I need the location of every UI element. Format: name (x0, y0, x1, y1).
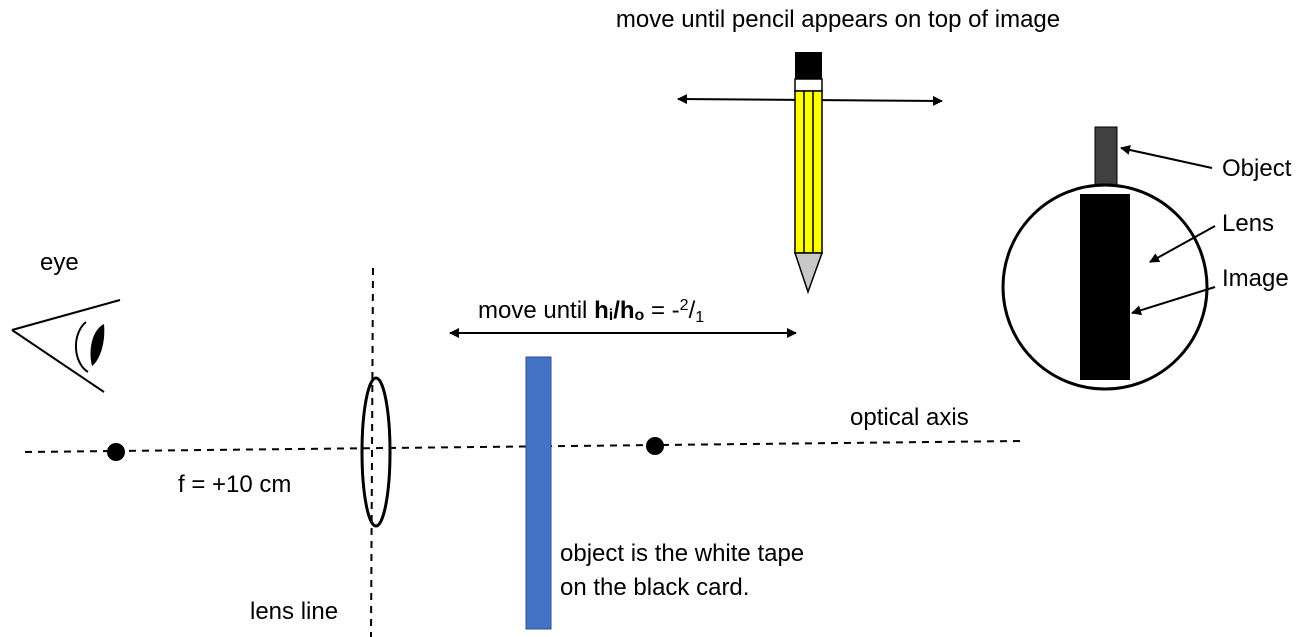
view-image-label: Image (1222, 265, 1289, 292)
view-lens-pointer (1149, 225, 1216, 263)
lens-line-label: lens line (250, 598, 338, 625)
view-image-bar (1080, 194, 1130, 380)
object-note-line2: on the black card. (560, 574, 749, 601)
pencil-eraser (795, 52, 822, 79)
eye-label: eye (40, 249, 79, 276)
focal-point-left (107, 443, 125, 461)
focal-length-label: f = +10 cm (178, 471, 291, 498)
optical-axis-label: optical axis (850, 404, 969, 431)
object-card (525, 356, 552, 630)
pencil-instruction-label: move until pencil appears on top of imag… (616, 6, 1060, 33)
view-image-pointer (1131, 286, 1216, 316)
pencil-body (794, 90, 823, 254)
view-lens-label: Lens (1222, 210, 1274, 237)
view-object-pointer (1120, 145, 1213, 169)
lens (360, 376, 392, 528)
object-note-line1: object is the white tape (560, 540, 804, 567)
pencil (793, 52, 824, 295)
pencil-ferrule (794, 78, 823, 92)
ratio-instruction-label: move until hi/ho = -2/1 (478, 297, 704, 326)
optical-axis-line (24, 440, 1023, 453)
focal-point-right (646, 437, 664, 455)
pencil-tip (793, 252, 824, 295)
lens-view: Object Lens Image (1001, 126, 1292, 391)
eye-icon (11, 299, 121, 393)
lens-line (370, 267, 374, 637)
view-object-label: Object (1222, 155, 1292, 182)
